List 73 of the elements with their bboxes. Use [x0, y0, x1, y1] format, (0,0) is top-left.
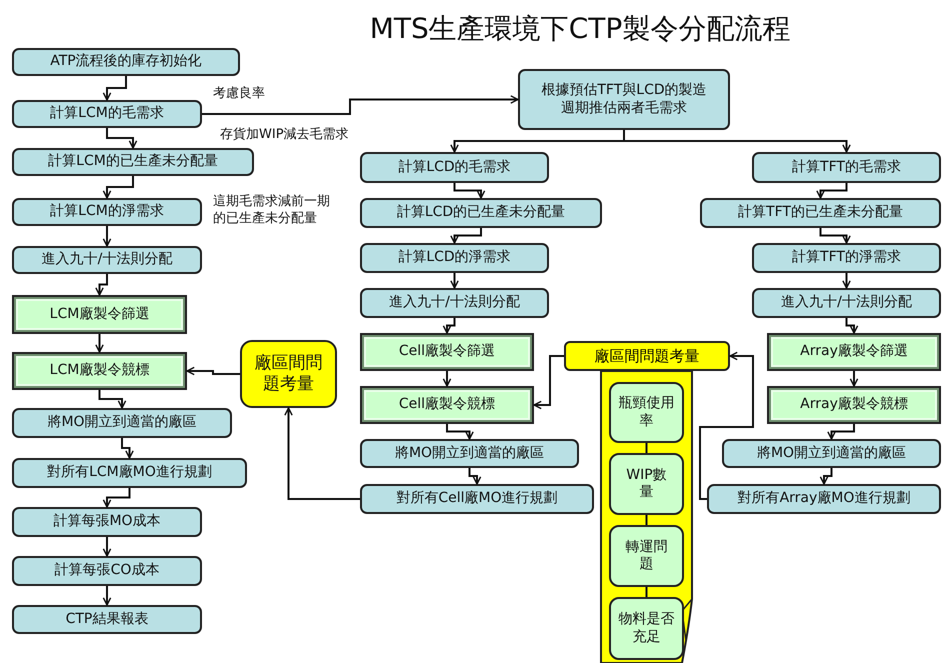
framed-process-box: Cell廠製令篩選: [360, 333, 534, 371]
process-box: 計算TFT的已生產未分配量: [700, 198, 941, 228]
consideration-box: 廠區間問題考量: [240, 340, 337, 408]
arrow: [121, 438, 134, 459]
process-box: 計算LCD的毛需求: [360, 152, 549, 183]
factor-box: WIP數量: [609, 453, 684, 515]
arrow: [533, 355, 564, 410]
process-box: 將MO開立到適當的廠區: [12, 408, 232, 438]
note-text: 存貨加WIP減去毛需求: [220, 127, 350, 144]
arrow: [450, 273, 459, 289]
process-box: 將MO開立到適當的廠區: [722, 439, 941, 468]
process-box: ATP流程後的庫存初始化: [12, 48, 240, 76]
framed-process-box: Array廠製令競標: [767, 386, 941, 424]
arrow: [450, 228, 482, 244]
note-text: 這期毛需求減前一期的已生產未分配量: [213, 194, 331, 228]
arrow: [186, 366, 240, 376]
arrow: [102, 488, 130, 508]
arrow: [284, 407, 360, 500]
process-box: 計算LCM的毛需求: [12, 100, 202, 128]
arrow: [623, 130, 851, 153]
process-box: 對所有Cell廠MO進行規劃: [360, 484, 594, 514]
framed-process-box: Array廠製令篩選: [767, 333, 941, 371]
factor-band: [564, 341, 730, 663]
connector-line: [646, 515, 648, 525]
process-box: 計算每張MO成本: [12, 507, 202, 537]
framed-process-box: LCM廠製令競標: [12, 352, 187, 390]
arrow: [846, 318, 858, 334]
process-box: 計算每張CO成本: [12, 556, 202, 586]
process-box: 對所有Array廠MO進行規劃: [707, 484, 941, 514]
process-box: 進入九十/十法則分配: [752, 288, 941, 318]
arrow: [842, 273, 851, 289]
framed-process-box: LCM廠製令篩選: [12, 295, 187, 334]
arrow: [102, 76, 127, 101]
factor-box: 瓶頸使用率: [609, 382, 684, 443]
arrow: [850, 371, 858, 387]
process-box: 根據預估TFT與LCD的製造週期推估兩者毛需求: [518, 69, 730, 130]
arrow: [102, 586, 112, 606]
arrow: [102, 226, 112, 247]
arrow: [454, 183, 486, 199]
process-box: 計算LCM的已生產未分配量: [12, 148, 254, 176]
arrow: [446, 424, 474, 440]
arrow: [820, 468, 832, 485]
process-box: CTP結果報表: [12, 605, 202, 634]
process-box: 計算LCM的淨需求: [12, 198, 202, 226]
arrow: [202, 95, 519, 115]
process-box: 進入九十/十法則分配: [360, 288, 549, 318]
process-box: 計算LCD的已生產未分配量: [360, 198, 602, 228]
arrow: [816, 183, 848, 199]
process-box: 計算LCD的淨需求: [360, 243, 549, 273]
connector-line: [646, 443, 648, 453]
connector-line: [646, 587, 648, 597]
process-box: 計算TFT的毛需求: [752, 152, 941, 183]
arrow: [98, 390, 126, 409]
arrow: [827, 424, 855, 440]
process-box: 將MO開立到適當的廠區: [360, 439, 579, 468]
factor-box: 物料是否充足: [609, 597, 684, 660]
arrow: [699, 352, 754, 500]
band-header: 廠區間問題考量: [564, 341, 730, 371]
arrow: [106, 128, 138, 149]
arrow: [442, 371, 452, 387]
title: MTS生產環境下CTP製令分配流程: [368, 11, 792, 47]
framed-process-box: Cell廠製令競標: [360, 386, 534, 424]
arrow: [95, 334, 104, 353]
arrow: [442, 318, 456, 334]
process-box: 進入九十/十法則分配: [12, 246, 202, 274]
arrow: [102, 537, 112, 557]
arrow: [820, 228, 851, 244]
arrow: [468, 468, 482, 485]
factor-box: 轉運問題: [609, 525, 684, 587]
process-box: 計算TFT的淨需求: [752, 243, 941, 273]
process-box: 對所有LCM廠MO進行規劃: [12, 458, 247, 488]
arrow: [102, 176, 134, 199]
arrow: [95, 274, 108, 296]
